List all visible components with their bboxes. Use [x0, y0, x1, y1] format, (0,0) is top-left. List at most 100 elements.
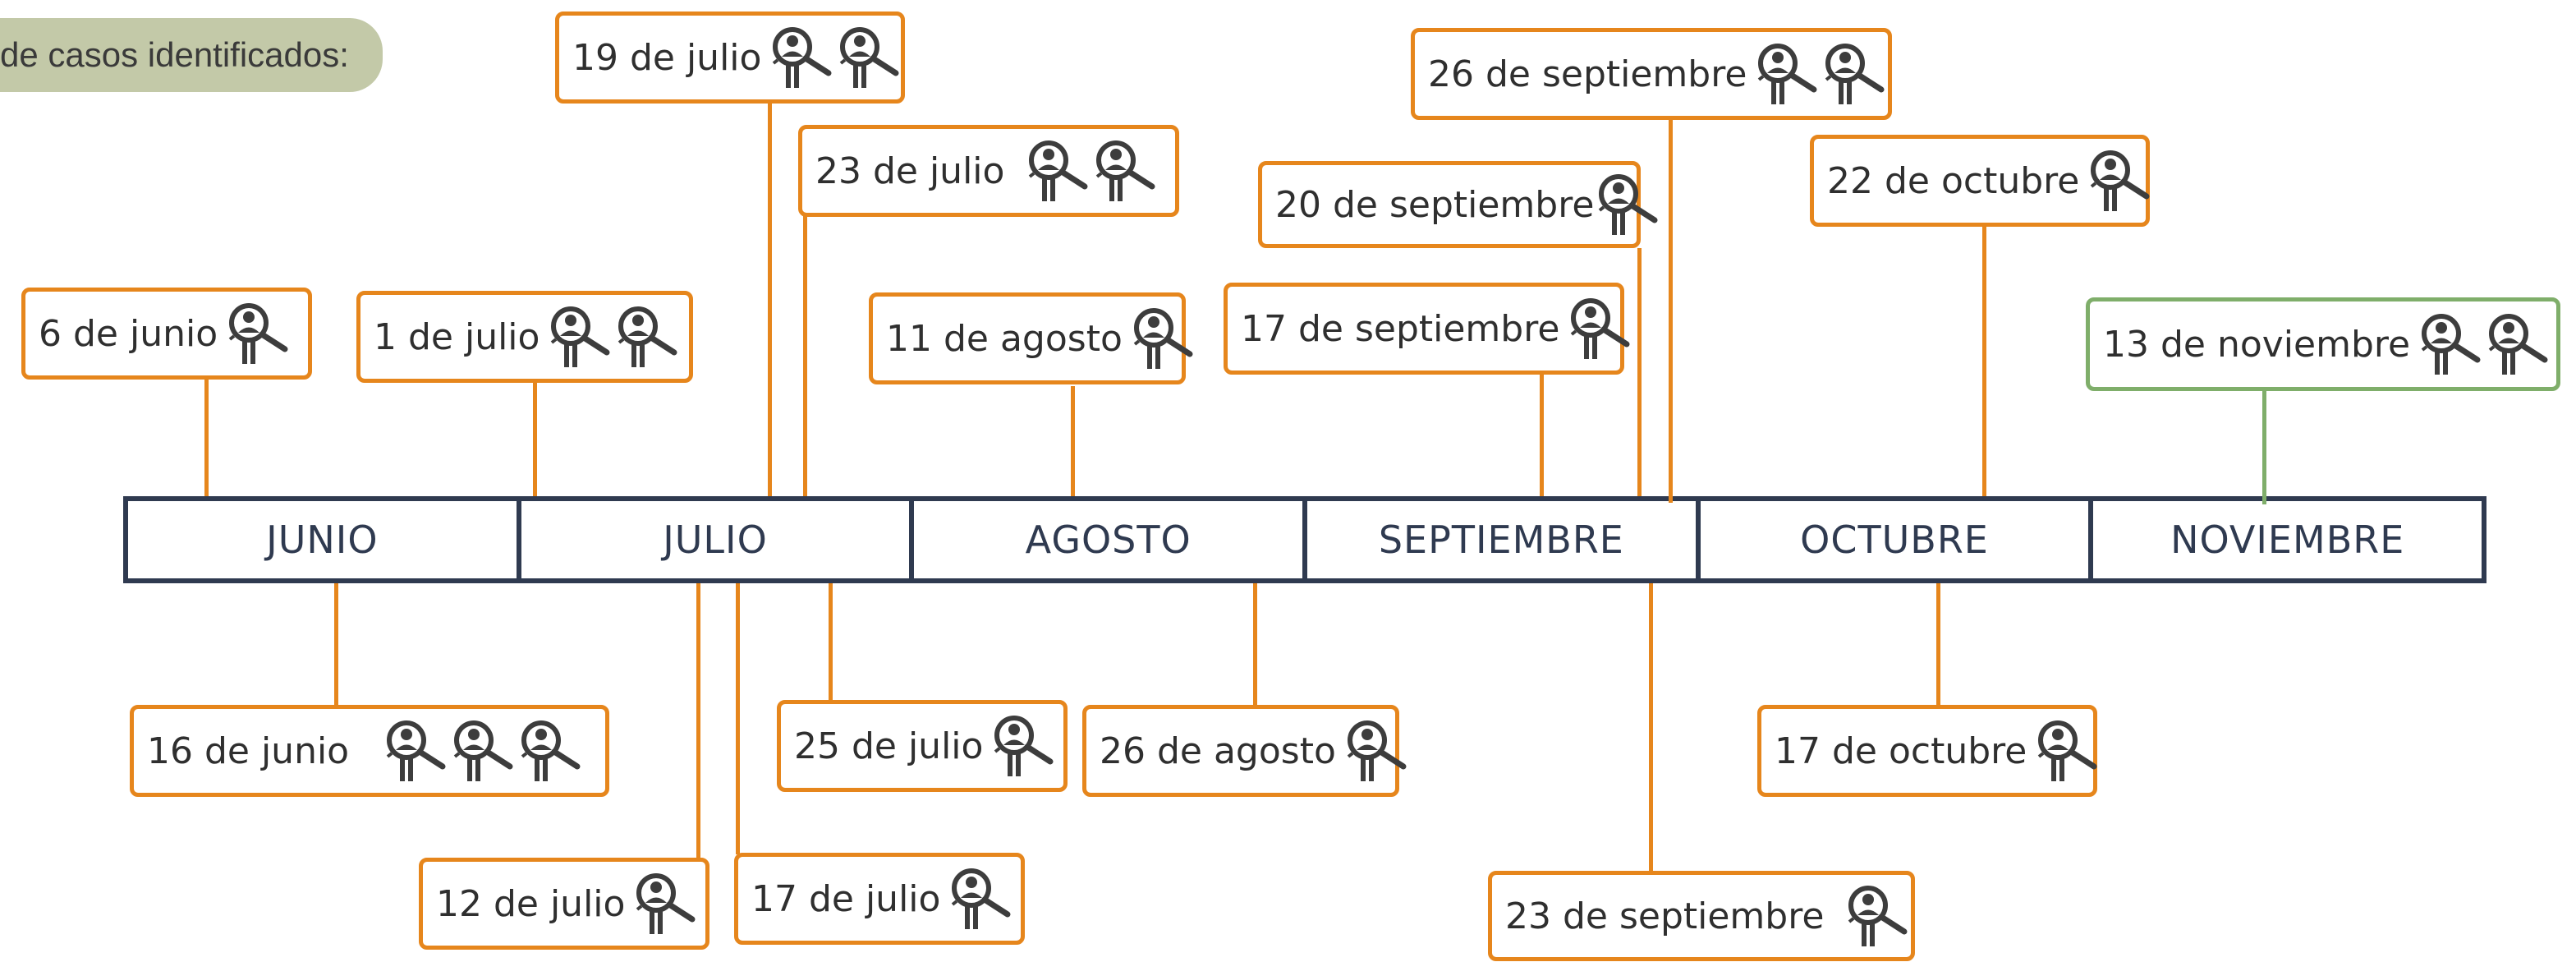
connector-line — [2262, 391, 2266, 504]
case-icons — [382, 717, 584, 785]
person-magnifier-icon — [382, 717, 449, 785]
case-icons — [768, 24, 902, 91]
person-magnifier-icon — [990, 712, 1057, 780]
case-icons — [2417, 311, 2551, 378]
month-septiembre: SEPTIEMBRE — [1307, 501, 1696, 578]
person-magnifier-icon — [2086, 147, 2153, 214]
event-box: 6 de junio — [21, 288, 312, 380]
case-icons — [2033, 717, 2101, 785]
person-magnifier-icon — [1129, 305, 1196, 372]
connector-line — [1071, 386, 1075, 496]
event-date: 17 de octubre — [1775, 730, 2027, 772]
event-date: 13 de noviembre — [2103, 323, 2411, 366]
event-box: 23 de julio — [798, 125, 1179, 217]
event-date: 1 de julio — [374, 315, 540, 358]
connector-line — [1669, 117, 1673, 503]
event-date: 25 de julio — [794, 725, 984, 767]
person-magnifier-icon — [947, 865, 1014, 932]
person-magnifier-icon — [1024, 137, 1091, 205]
connector-line — [829, 583, 833, 700]
person-magnifier-icon — [631, 870, 699, 937]
event-date: 6 de junio — [39, 312, 218, 355]
case-icons — [1024, 137, 1159, 205]
event-box: 26 de agosto — [1082, 705, 1407, 797]
event-box: 17 de septiembre — [1224, 283, 1630, 375]
connector-line — [334, 583, 338, 705]
case-icons — [990, 712, 1057, 780]
case-icons — [1343, 717, 1410, 785]
event-box: 17 de octubre — [1757, 705, 2097, 797]
legend-label: de casos identificados: — [0, 18, 383, 92]
event-box: 16 de junio — [130, 705, 609, 797]
event-date: 11 de agosto — [886, 317, 1123, 360]
case-icons — [1844, 882, 1911, 950]
person-magnifier-icon — [1821, 40, 1888, 108]
case-icons — [631, 870, 699, 937]
person-magnifier-icon — [2484, 311, 2551, 378]
case-icons — [546, 303, 681, 371]
case-icons — [1129, 305, 1196, 372]
connector-line — [1253, 583, 1257, 705]
month-octubre: OCTUBRE — [1700, 501, 2089, 578]
case-icons — [1594, 171, 1661, 238]
person-magnifier-icon — [1844, 882, 1911, 950]
event-box: 19 de julio — [555, 12, 905, 104]
connector-line — [768, 104, 772, 496]
person-magnifier-icon — [2033, 717, 2101, 785]
event-box: 11 de agosto — [869, 292, 1193, 384]
connector-line — [204, 380, 209, 496]
event-box: 1 de julio — [356, 291, 693, 383]
event-date: 12 de julio — [436, 882, 626, 925]
event-date: 17 de julio — [751, 877, 941, 920]
person-magnifier-icon — [1343, 717, 1410, 785]
person-magnifier-icon — [224, 300, 292, 367]
case-icons — [1753, 40, 1888, 108]
timeline-bar: JUNIO JULIO AGOSTO SEPTIEMBRE OCTUBRE NO… — [123, 496, 2486, 583]
person-magnifier-icon — [546, 303, 613, 371]
case-icons — [947, 865, 1014, 932]
event-box: 25 de julio — [777, 700, 1068, 792]
person-magnifier-icon — [1594, 171, 1661, 238]
person-magnifier-icon — [1091, 137, 1159, 205]
connector-line — [1649, 583, 1653, 871]
person-magnifier-icon — [1753, 40, 1821, 108]
person-magnifier-icon — [517, 717, 584, 785]
event-box: 17 de julio — [734, 853, 1025, 945]
person-magnifier-icon — [613, 303, 681, 371]
event-date: 20 de septiembre — [1275, 183, 1595, 226]
event-box: 20 de septiembre — [1258, 161, 1658, 248]
person-magnifier-icon — [1566, 295, 1633, 362]
connector-line — [803, 215, 807, 496]
event-date: 17 de septiembre — [1241, 307, 1560, 350]
connector-line — [1540, 375, 1544, 496]
connector-line — [1982, 225, 1986, 496]
connector-line — [1936, 583, 1940, 705]
event-date: 26 de agosto — [1100, 730, 1336, 772]
connector-line — [696, 583, 700, 858]
event-date: 16 de junio — [147, 730, 350, 772]
event-box: 23 de septiembre — [1488, 871, 1915, 961]
event-date: 23 de septiembre — [1505, 895, 1825, 937]
event-date: 23 de julio — [815, 150, 1005, 192]
person-magnifier-icon — [449, 717, 517, 785]
month-junio: JUNIO — [128, 501, 517, 578]
connector-line — [1637, 248, 1642, 496]
event-date: 19 de julio — [572, 36, 762, 79]
person-magnifier-icon — [2417, 311, 2484, 378]
month-agosto: AGOSTO — [914, 501, 1303, 578]
event-box-latest: 13 de noviembre — [2086, 297, 2560, 391]
month-julio: JULIO — [521, 501, 910, 578]
event-date: 26 de septiembre — [1428, 53, 1747, 95]
event-date: 22 de octubre — [1827, 159, 2080, 202]
case-icons — [1566, 295, 1633, 362]
connector-line — [533, 383, 537, 496]
case-icons — [224, 300, 292, 367]
month-noviembre: NOVIEMBRE — [2093, 501, 2482, 578]
connector-line — [736, 583, 740, 854]
event-box: 26 de septiembre — [1411, 28, 1892, 120]
event-box: 12 de julio — [419, 858, 709, 950]
person-magnifier-icon — [835, 24, 902, 91]
case-icons — [2086, 147, 2153, 214]
person-magnifier-icon — [768, 24, 835, 91]
event-box: 22 de octubre — [1810, 135, 2150, 227]
